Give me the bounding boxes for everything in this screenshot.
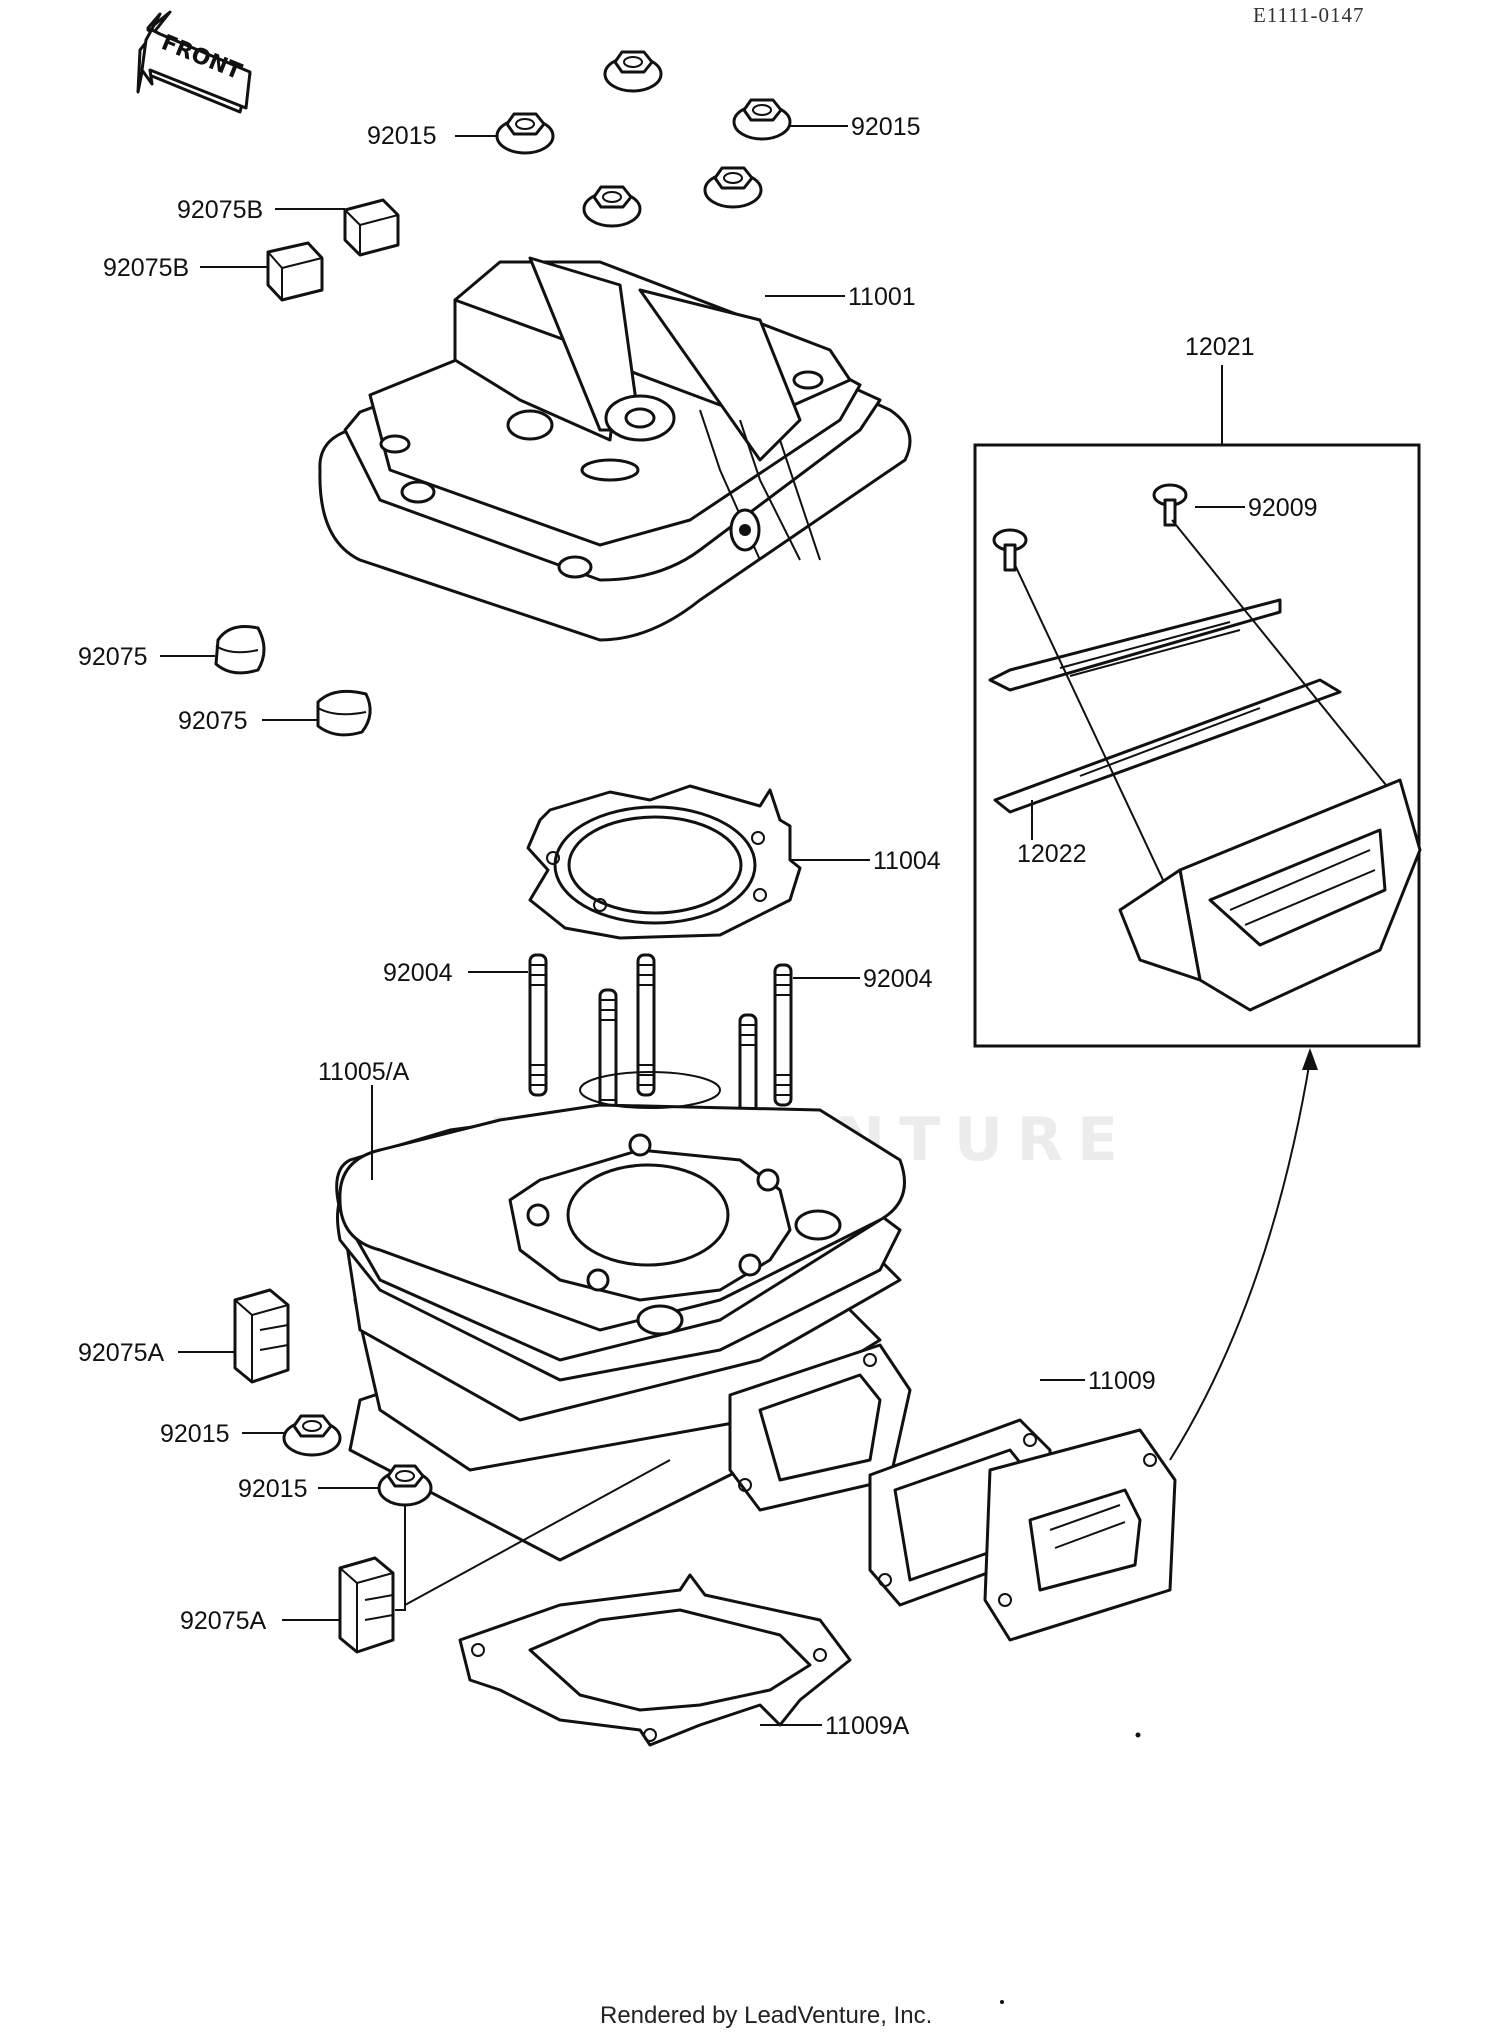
stud-icon — [636, 953, 656, 1097]
reference-arrow — [1169, 1059, 1311, 1461]
damper-a-icon — [338, 1556, 395, 1654]
callout-label: 92004 — [863, 965, 933, 993]
damper-a-icon — [233, 1288, 290, 1384]
head-gasket — [526, 784, 802, 940]
damper-b-icon — [266, 241, 324, 302]
callout-label: 92015 — [851, 113, 921, 141]
damper-b-icon — [343, 198, 400, 257]
nut-icon — [495, 112, 555, 155]
callout-label: 12021 — [1185, 333, 1255, 361]
callout-label: 92075B — [177, 196, 263, 224]
screw-icon — [992, 528, 1028, 572]
nut-icon — [377, 1464, 433, 1507]
nut-icon — [582, 185, 642, 228]
nut-icon — [703, 166, 763, 209]
callout-label: 11005/A — [318, 1058, 410, 1086]
nut-icon — [603, 50, 663, 93]
callout-label: 92015 — [160, 1420, 230, 1448]
nut-icon — [282, 1414, 342, 1457]
stud-icon — [528, 953, 548, 1097]
cylinder — [335, 1071, 906, 1562]
reed-block-inset — [1118, 778, 1422, 1012]
intake-flange — [728, 1343, 912, 1512]
stud-icon — [773, 963, 793, 1107]
reference-code: E1111-0147 — [1253, 3, 1364, 27]
stud-icon — [598, 988, 618, 1132]
front-arrow-icon: FRONT — [136, 10, 252, 114]
callout-label: 12022 — [1017, 840, 1087, 868]
callout-label: 92075A — [78, 1339, 165, 1367]
callout-label: 11001 — [848, 283, 916, 311]
base-gasket — [458, 1573, 852, 1747]
callout-label: 92009 — [1248, 494, 1318, 522]
arrowhead-icon — [1302, 1048, 1318, 1070]
callout-label: 92075B — [103, 254, 189, 282]
damper-icon — [214, 625, 266, 675]
callout-label: 92004 — [383, 959, 453, 987]
callout-label: 92015 — [367, 122, 437, 150]
callout-label: 11009 — [1088, 1367, 1156, 1395]
nut-icon — [732, 98, 792, 141]
callout-label: 11004 — [873, 847, 941, 875]
callout-label: 92015 — [238, 1475, 308, 1503]
reed-plate — [993, 678, 1342, 814]
callout-label: 92075 — [78, 643, 148, 671]
cylinder-head — [318, 256, 912, 642]
reed-valve-inset-box — [973, 443, 1421, 1048]
callout-label: 11009A — [825, 1712, 910, 1740]
screw-icon — [1152, 483, 1188, 527]
damper-icon — [316, 689, 372, 737]
footer-credit: Rendered by LeadVenture, Inc. — [600, 2002, 932, 2029]
reed-stopper — [988, 598, 1282, 692]
callout-label: 92075A — [180, 1607, 267, 1635]
callout-label: 92075 — [178, 707, 248, 735]
reed-block-lower — [983, 1428, 1177, 1642]
